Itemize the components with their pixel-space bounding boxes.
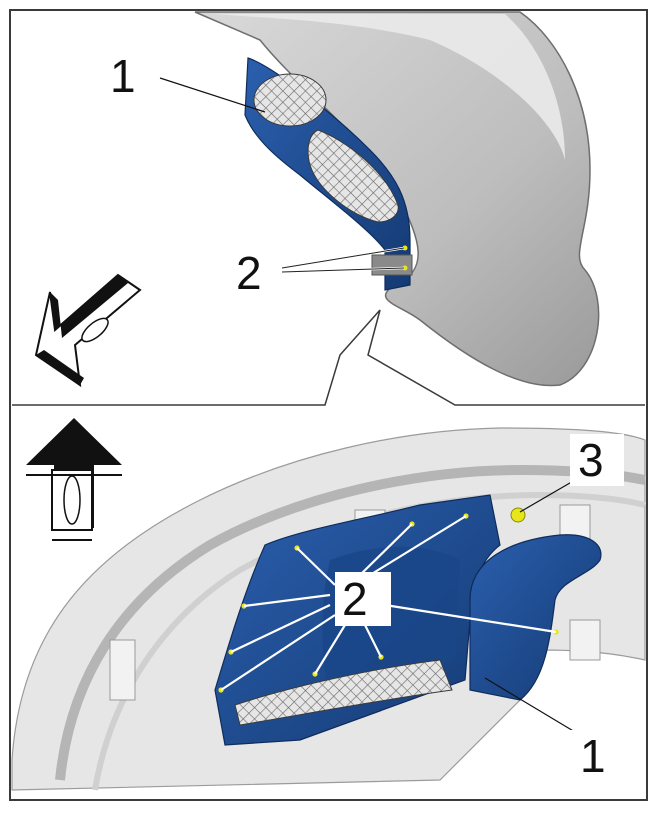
- callout-1-top-box: [100, 50, 156, 102]
- callout-3: 3: [578, 434, 604, 486]
- callout-2-top-box: [228, 248, 282, 300]
- mesh-grille-lower: [307, 129, 399, 223]
- callout-2-bottom: 2: [342, 573, 368, 625]
- callout-3-box: [570, 434, 624, 486]
- leader-2a-top-dark: [281, 247, 405, 269]
- clip-tab-4: [569, 619, 601, 661]
- clip-tab-3: [109, 639, 136, 701]
- mounting-bracket-top: [371, 254, 413, 276]
- callout-2-top: 2: [236, 247, 262, 299]
- leader-3: [519, 479, 576, 513]
- callout-2-bottom-box: [335, 572, 391, 626]
- callout-1-top: 1: [110, 50, 136, 102]
- top-panel: [34, 11, 600, 388]
- leader-1-bottom: [484, 677, 581, 736]
- leader-1-top: [159, 77, 266, 113]
- direction-arrow-icon: [34, 273, 142, 388]
- callout-1-bottom: 1: [580, 730, 606, 782]
- mesh-grille-upper: [253, 73, 327, 127]
- liner-duct: [469, 534, 602, 701]
- leader-2b-top-dark: [281, 267, 405, 273]
- callout-1-bottom-box: [570, 730, 624, 786]
- leaders-2-bottom: [220, 515, 557, 691]
- bumper-highlight: [215, 14, 565, 160]
- detail-connector: [12, 309, 645, 406]
- mesh-grille-bottom: [234, 659, 453, 726]
- forward-arrow-icon: [26, 418, 122, 541]
